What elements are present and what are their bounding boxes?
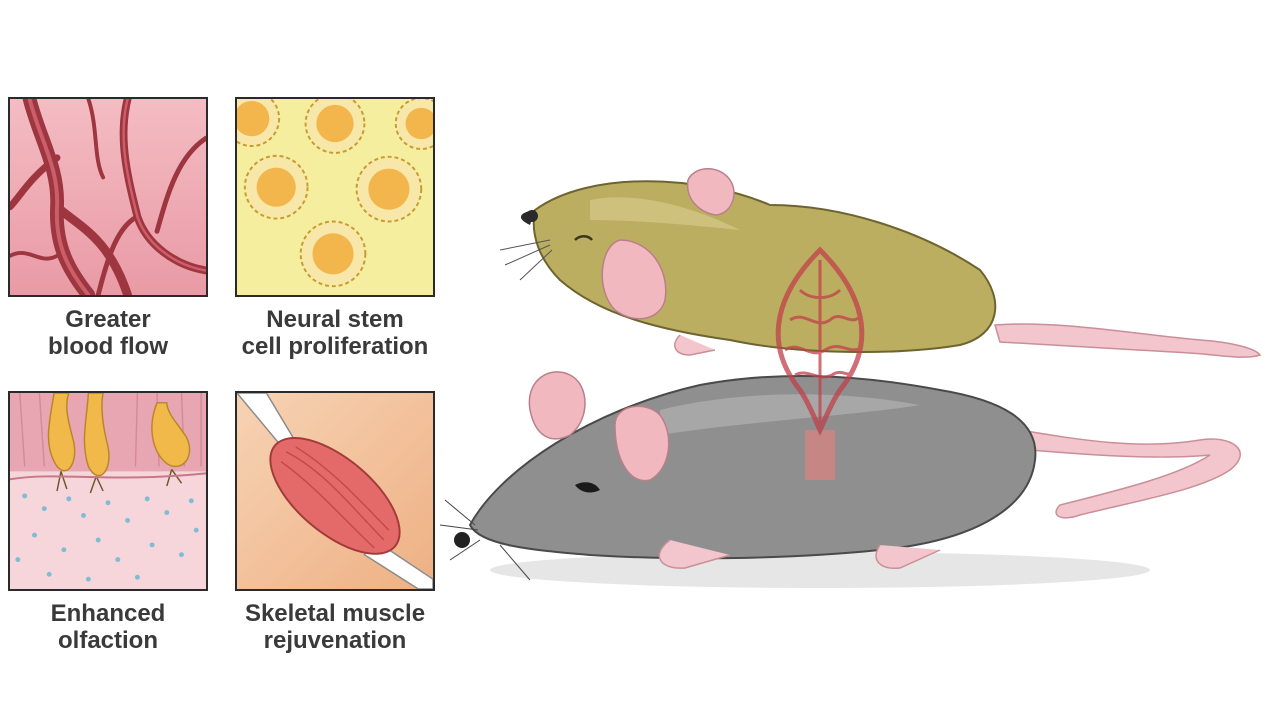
- stem-cell: [237, 99, 281, 148]
- shared-circulation-icon: [775, 246, 865, 480]
- caption-line: blood flow: [48, 333, 168, 360]
- blood-flow-caption: Greater blood flow: [0, 306, 228, 360]
- caption-line: Enhanced: [50, 600, 166, 627]
- young-mouse: [499, 168, 1262, 358]
- stem-cell: [355, 155, 423, 223]
- stem-cells-icon: [237, 99, 433, 295]
- neural-stem-cell-caption: Neural stem cell proliferation: [215, 306, 455, 360]
- stem-cell: [243, 154, 309, 220]
- skeletal-muscle-caption: Skeletal muscle rejuvenation: [215, 600, 455, 654]
- caption-line: rejuvenation: [263, 627, 407, 654]
- stem-cell: [304, 99, 366, 154]
- olfaction-panel: [8, 391, 208, 591]
- skeletal-muscle-panel: [235, 391, 435, 591]
- blood-flow-panel: [8, 97, 208, 297]
- olfaction-caption: Enhanced olfaction: [0, 600, 228, 654]
- muscle-icon: [237, 393, 433, 589]
- caption-line: olfaction: [58, 627, 158, 654]
- caption-line: Greater: [65, 306, 151, 333]
- caption-line: cell proliferation: [241, 333, 429, 360]
- caption-line: Skeletal muscle: [244, 600, 426, 627]
- olfactory-neurons-icon: [10, 393, 206, 589]
- parabiosis-mice-illustration: [440, 168, 1262, 588]
- neural-stem-cell-panel: [235, 97, 435, 297]
- stem-cell: [394, 99, 433, 150]
- stem-cell: [299, 220, 367, 288]
- old-mouse: [440, 371, 1241, 581]
- blood-vessels-icon: [10, 99, 206, 295]
- caption-line: Neural stem: [266, 306, 404, 333]
